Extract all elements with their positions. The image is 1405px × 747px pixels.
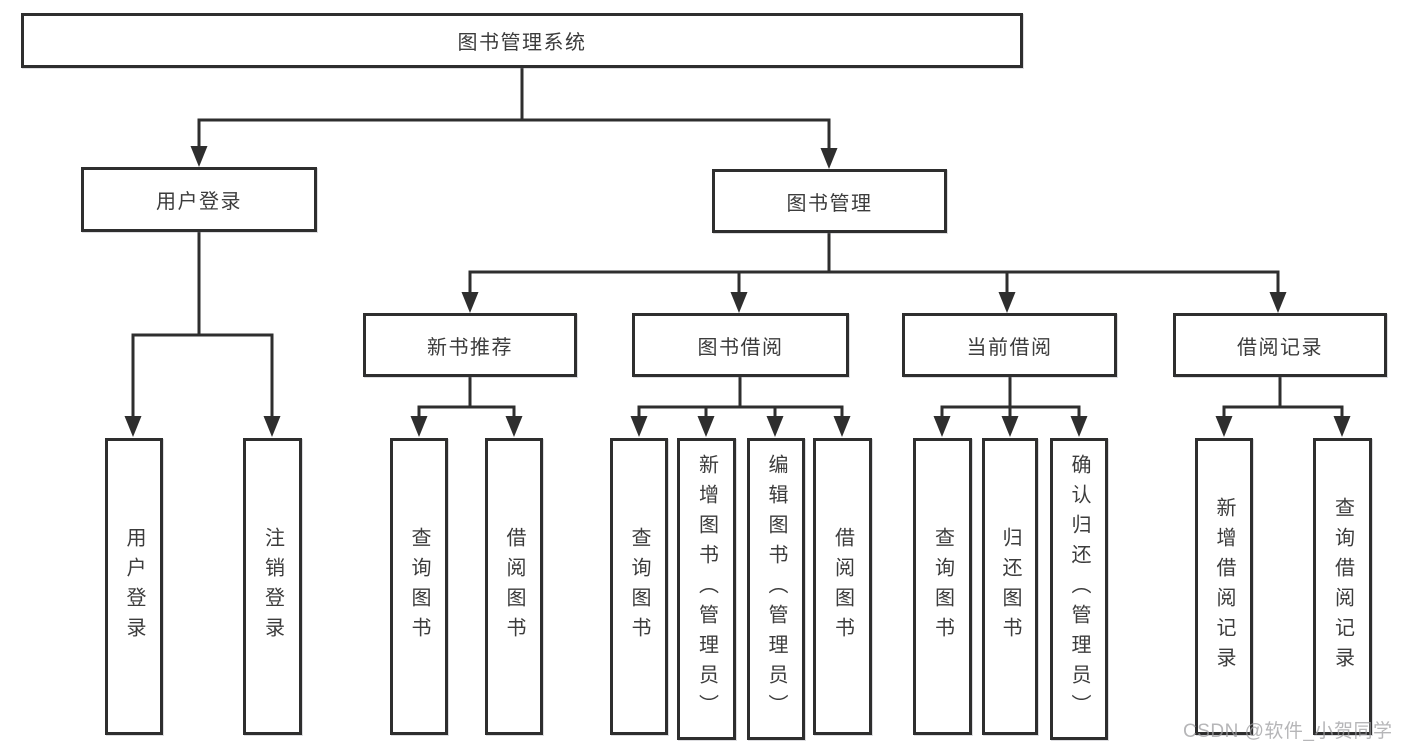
node-book-management-label: 图书管理 [786, 192, 873, 215]
leaf-br-add-record-label: 新增借阅记录 [1213, 496, 1235, 677]
node-new-book-recommend: 新书推荐 [363, 313, 577, 377]
connector-user-login-to-leaves [131, 232, 274, 420]
node-book-borrowing-label: 图书借阅 [697, 336, 784, 359]
arrowheads [124, 146, 1351, 437]
leaf-nbr-query-books-label: 查询图书 [408, 526, 430, 647]
leaf-bb-add-books-admin: 新增图书（管理员） [677, 438, 736, 740]
leaf-user-login: 用户登录 [105, 438, 163, 735]
node-book-borrowing: 图书借阅 [632, 313, 849, 377]
leaf-bb-edit-books-admin-label: 编辑图书（管理员） [765, 454, 787, 724]
leaf-bb-query-books-label: 查询图书 [628, 526, 650, 647]
leaf-bb-query-books: 查询图书 [610, 438, 668, 735]
leaf-nbr-query-books: 查询图书 [390, 438, 448, 735]
node-user-login: 用户登录 [81, 167, 317, 232]
leaf-cb-query-books-label: 查询图书 [931, 526, 954, 647]
leaf-br-add-record: 新增借阅记录 [1195, 438, 1253, 735]
leaf-bb-edit-books-admin: 编辑图书（管理员） [747, 438, 805, 740]
leaf-br-query-record: 查询借阅记录 [1313, 438, 1372, 735]
node-current-borrowing: 当前借阅 [902, 313, 1117, 377]
leaf-cb-confirm-return-admin-label: 确认归还（管理员） [1068, 454, 1090, 724]
node-borrowing-records: 借阅记录 [1173, 313, 1387, 377]
connector-borrowing-records-to-leaves [1222, 377, 1344, 420]
csdn-watermark: CSDN @软件_小贺同学 [1183, 721, 1393, 742]
leaf-nbr-borrow-books-label: 借阅图书 [503, 526, 525, 647]
connector-new-book-rec-to-leaves [417, 377, 516, 420]
node-new-book-recommend-label: 新书推荐 [427, 336, 513, 359]
leaf-bb-borrow-books-label: 借阅图书 [831, 526, 854, 647]
connector-current-borrowing-to-leaves [940, 377, 1081, 420]
leaf-cb-return-books-label: 归还图书 [999, 526, 1021, 647]
leaf-bb-add-books-admin-label: 新增图书（管理员） [695, 454, 718, 724]
node-book-management: 图书管理 [712, 169, 947, 233]
connector-book-borrowing-to-leaves [637, 377, 844, 420]
node-root-label: 图书管理系统 [457, 32, 587, 54]
leaf-nbr-borrow-books: 借阅图书 [485, 438, 543, 735]
leaf-cb-return-books: 归还图书 [982, 438, 1038, 735]
leaf-bb-borrow-books: 借阅图书 [813, 438, 872, 735]
node-borrowing-records-label: 借阅记录 [1237, 336, 1323, 359]
node-current-borrowing-label: 当前借阅 [966, 336, 1053, 359]
leaf-logout-label: 注销登录 [261, 526, 284, 647]
node-root: 图书管理系统 [21, 13, 1023, 68]
leaf-user-login-label: 用户登录 [123, 526, 145, 647]
node-user-login-label: 用户登录 [156, 191, 242, 213]
leaf-logout: 注销登录 [243, 438, 302, 735]
leaf-cb-query-books: 查询图书 [913, 438, 972, 735]
connector-root-to-level2 [197, 68, 831, 152]
leaf-br-query-record-label: 查询借阅记录 [1331, 496, 1354, 677]
connector-book-management-to-level3 [468, 233, 1280, 296]
leaf-cb-confirm-return-admin: 确认归还（管理员） [1050, 438, 1108, 740]
